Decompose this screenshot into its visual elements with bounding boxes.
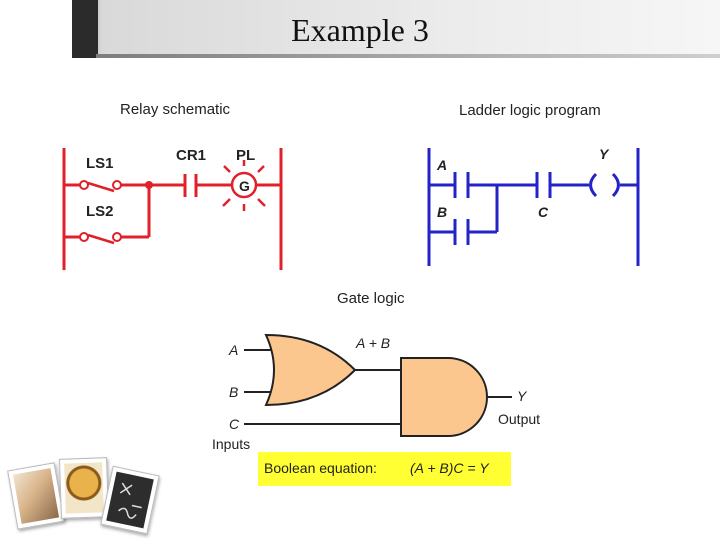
gate-a-label: A [228, 342, 238, 358]
relay-schematic [62, 148, 283, 270]
coil-right-arc [611, 172, 620, 198]
decorative-photo-stack [7, 452, 160, 538]
ls2-contact-right [112, 232, 122, 242]
output-label: Output [498, 411, 540, 427]
lamp-rays [222, 160, 266, 211]
ls1-label: LS1 [86, 155, 114, 172]
equation-box [258, 452, 511, 486]
chalkboard-math-photo-icon [100, 465, 160, 535]
title-bar [72, 0, 720, 58]
or-output-label: A + B [355, 335, 390, 351]
ladder-a-label: A [436, 157, 447, 173]
gate-c-label: C [229, 416, 240, 432]
pen-and-paper-photo-icon [7, 462, 65, 530]
ls2-label: LS2 [86, 203, 114, 220]
globe-photo-icon [58, 457, 110, 519]
chalk-marks-icon [118, 482, 142, 519]
ladder-caption: Ladder logic program [459, 102, 601, 119]
ls1-switch-arm [87, 181, 115, 193]
equation-label: Boolean equation: [264, 460, 377, 476]
ladder-b-label: B [437, 204, 447, 220]
gate-logic-caption: Gate logic [337, 290, 405, 307]
ls1-contact-right [112, 180, 122, 190]
ls1-contact-left [79, 180, 89, 190]
or-gate [264, 333, 357, 407]
slide-title: Example 3 [291, 12, 429, 48]
ls2-switch-arm [87, 233, 115, 245]
coil-left-arc [589, 172, 598, 198]
inputs-label: Inputs [212, 436, 250, 452]
relay-junction-dot [145, 181, 153, 189]
pl-label: PL [236, 147, 255, 164]
gate-y-label: Y [517, 388, 528, 404]
ls2-contact-left [79, 232, 89, 242]
ladder-c-label: C [538, 204, 549, 220]
cr1-label: CR1 [176, 147, 206, 164]
and-gate [400, 357, 488, 437]
lamp-g-label: G [239, 178, 250, 194]
ladder-y-label: Y [599, 146, 610, 162]
gate-b-label: B [229, 384, 238, 400]
relay-caption: Relay schematic [120, 101, 231, 118]
ladder-program [427, 148, 640, 266]
equation-value: (A + B)C = Y [410, 460, 490, 476]
gate-logic-diagram [244, 333, 512, 437]
